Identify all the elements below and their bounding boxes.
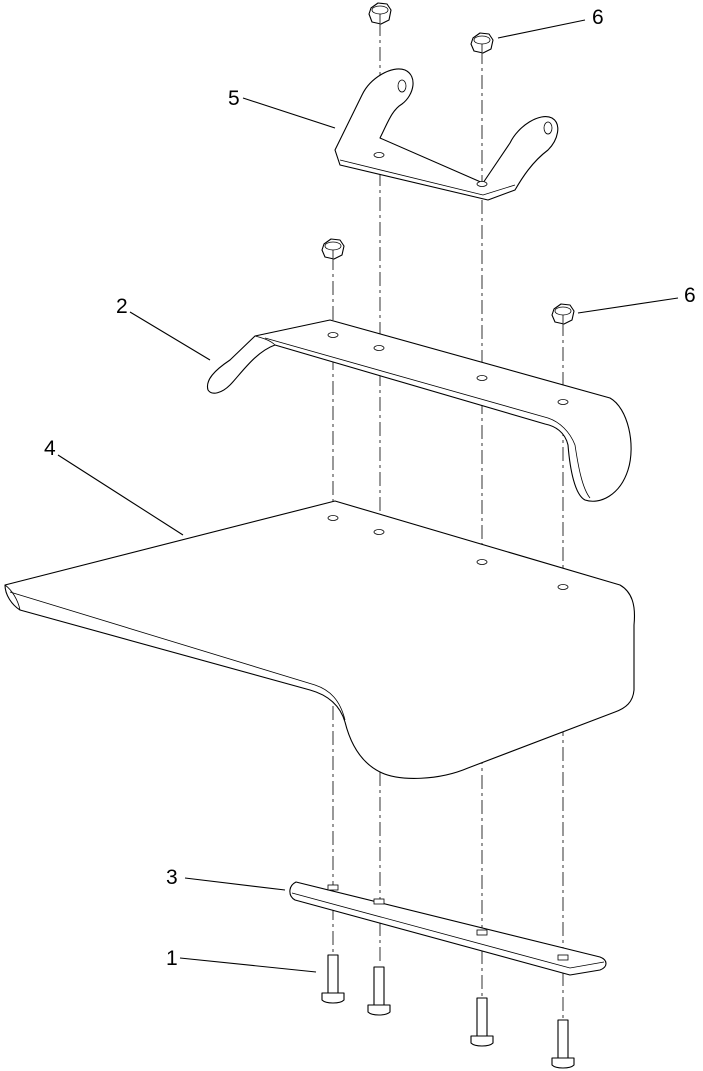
lower-strip-edge [291,892,605,969]
tray-body [4,500,636,779]
nut-body [368,2,392,25]
callout-lower-strip: 3 [166,866,178,889]
leader-lines [57,19,679,973]
bolt-shank [327,954,339,994]
nut-middle-left [321,238,345,260]
nut-top-left [368,2,392,25]
bolt-head [321,992,345,1004]
bolt-head [367,1004,391,1016]
lower-strip-body [289,881,607,976]
plate-hole-3 [476,375,488,381]
upper-plate-bend-right [264,337,591,499]
nut-middle-right [551,303,575,325]
lower-strip-part [289,881,607,976]
bracket-body [334,68,559,201]
bolt-shank [373,966,385,1006]
bracket-hole-2 [476,181,488,187]
upper-plate-body [206,319,632,502]
upper-plate-part [206,319,632,502]
callout-nut-plate: 6 [684,284,696,307]
callout-bolt: 1 [166,947,178,970]
bolt-head [551,1057,575,1069]
leader-2 [129,311,211,361]
tray-front-lip [9,591,346,721]
tray-hole-2 [373,529,385,535]
leader-6-middle [577,297,679,314]
bolt-4 [551,1019,575,1069]
bolt-3 [470,997,494,1047]
plate-hole-1 [327,332,339,338]
tray-hole-1 [327,515,339,521]
plate-hole-2 [373,345,385,351]
callout-nut-bracket: 6 [592,6,604,29]
bracket-pivot-hole-left [397,79,407,93]
nut-top-right [470,32,494,54]
callout-upper-plate: 2 [116,295,128,318]
bolt-shank [476,997,488,1037]
upper-plate-bend-left [254,335,276,346]
bolt-1 [321,954,345,1004]
bracket-hole-1 [373,152,385,158]
nut-body [551,303,575,325]
strip-square-hole-2 [373,898,385,905]
leader-5 [242,97,336,129]
leader-1 [179,957,317,973]
bracket-bend-line [339,159,516,196]
tray-left-edge [4,584,21,611]
bolt-shank [557,1019,569,1059]
strip-square-hole-1 [327,884,339,891]
tray-part [4,500,636,779]
tray-hole-4 [557,584,569,590]
callout-tray: 4 [44,437,56,460]
strip-square-hole-4 [557,954,569,961]
bolt-head [470,1035,494,1047]
tray-hole-3 [476,559,488,565]
callout-labels: 5 6 2 6 4 3 1 [44,6,696,970]
callout-bracket: 5 [228,87,240,110]
bracket-part [334,68,559,201]
leader-4 [57,454,184,536]
nut-body [321,238,345,260]
leader-3 [184,877,286,891]
bracket-pivot-hole-right [543,121,553,135]
bolt-2 [367,966,391,1016]
nut-body [470,32,494,54]
leader-6-top [497,19,586,39]
strip-square-hole-3 [476,929,488,936]
plate-hole-4 [557,399,569,405]
